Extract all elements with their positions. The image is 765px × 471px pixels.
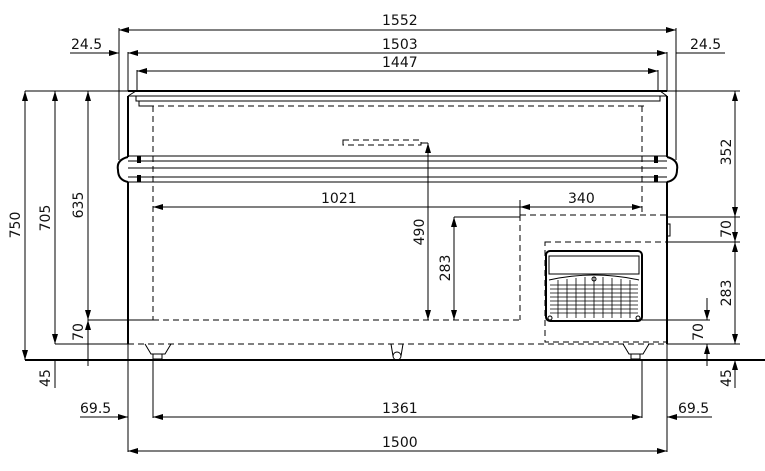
dim-right-70-mid: 70 [719, 220, 735, 238]
dim-1361: 1361 [382, 401, 418, 417]
dim-bottom-left-69-5: 69.5 [80, 401, 111, 417]
dim-340: 340 [568, 191, 595, 207]
dim-right-overhang: 24.5 [690, 37, 721, 53]
compressor-grille [545, 250, 643, 322]
dim-1500: 1500 [382, 435, 418, 451]
dim-left-45: 45 [38, 369, 54, 387]
dim-750: 750 [8, 212, 24, 239]
dim-1447: 1447 [382, 55, 418, 71]
dim-right-70-bottom: 70 [691, 323, 707, 341]
dim-705: 705 [38, 205, 54, 232]
dim-1503: 1503 [382, 37, 418, 53]
dim-490: 490 [412, 219, 428, 246]
dim-1552: 1552 [382, 13, 418, 29]
interior-dimensions: 1021 340 490 283 [153, 142, 642, 320]
top-dimensions: 1552 1503 1447 24.5 24.5 [70, 13, 725, 160]
dim-1021: 1021 [321, 191, 357, 207]
dim-left-overhang: 24.5 [71, 37, 102, 53]
dim-352: 352 [719, 139, 735, 166]
bottom-dimensions: 69.5 1361 69.5 1500 [80, 344, 712, 454]
dim-interior-283: 283 [438, 255, 454, 282]
dim-bottom-right-69-5: 69.5 [678, 401, 709, 417]
feet [144, 343, 650, 361]
cabinet-body [116, 90, 679, 345]
dim-right-283: 283 [719, 280, 735, 307]
right-dimensions: 352 70 283 70 45 [642, 90, 740, 388]
dim-right-45: 45 [719, 369, 735, 387]
left-dimensions: 750 705 635 70 45 [8, 90, 153, 388]
dim-635: 635 [71, 192, 87, 219]
dim-left-70: 70 [71, 323, 87, 341]
